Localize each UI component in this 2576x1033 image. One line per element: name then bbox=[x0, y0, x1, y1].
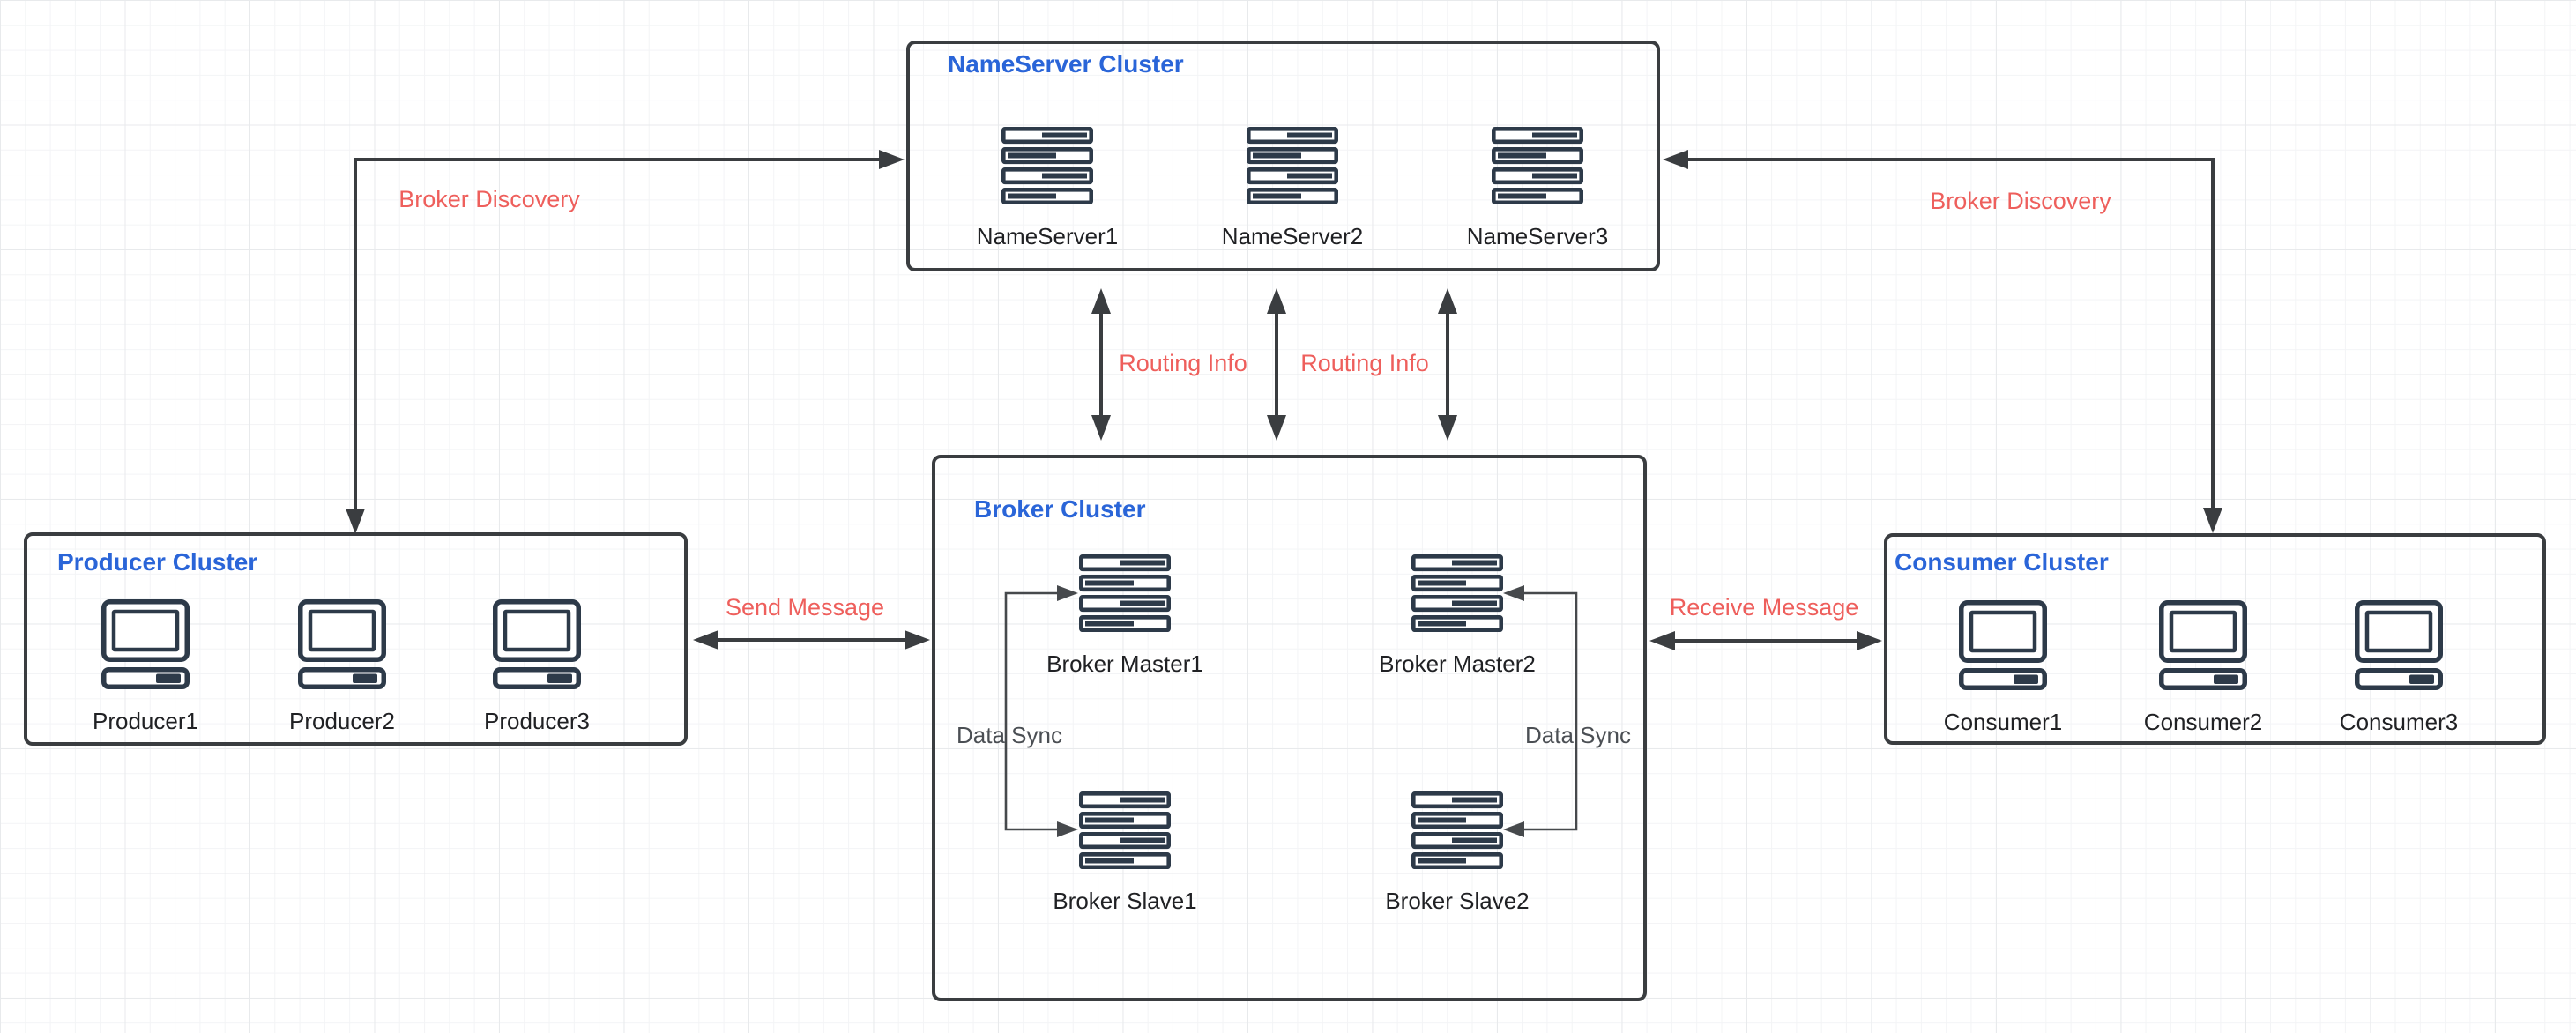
node-nameserver1[interactable]: NameServer1 bbox=[915, 127, 1180, 250]
node-producer1[interactable]: Producer1 bbox=[13, 599, 278, 735]
edge-receive-message[interactable] bbox=[1649, 631, 1882, 650]
node-producer2[interactable]: Producer2 bbox=[210, 599, 474, 735]
broker-cluster-box[interactable] bbox=[932, 455, 1647, 1001]
edge-data-sync-left[interactable] bbox=[1004, 585, 1078, 837]
edge-routing-info-3[interactable] bbox=[1438, 288, 1457, 441]
edge-label-data-sync-left[interactable]: Data Sync bbox=[957, 722, 1062, 748]
server-icon bbox=[1079, 554, 1171, 632]
edge-label-receive-message[interactable]: Receive Message bbox=[1669, 594, 1859, 621]
edge-label-routing-info-right[interactable]: Routing Info bbox=[1300, 350, 1429, 376]
broker-cluster-title: Broker Cluster bbox=[974, 495, 1146, 523]
node-label: Producer2 bbox=[289, 708, 395, 734]
edge-routing-info-1[interactable] bbox=[1091, 288, 1111, 441]
node-label: Consumer2 bbox=[2143, 709, 2263, 735]
edge-label-routing-info-left[interactable]: Routing Info bbox=[1119, 350, 1247, 376]
server-icon bbox=[1411, 791, 1503, 869]
node-label: Producer1 bbox=[93, 708, 198, 734]
edge-broker-discovery-right[interactable] bbox=[1663, 150, 2222, 533]
edge-broker-discovery-left[interactable] bbox=[346, 150, 905, 534]
edge-label-send-message[interactable]: Send Message bbox=[725, 594, 885, 621]
computer-icon bbox=[2355, 600, 2443, 690]
node-label: Producer3 bbox=[484, 708, 590, 734]
server-icon bbox=[1001, 127, 1093, 204]
node-label: Consumer3 bbox=[2339, 709, 2459, 735]
nameserver-cluster-title: NameServer Cluster bbox=[948, 50, 1184, 78]
producer-cluster-title: Producer Cluster bbox=[57, 548, 258, 576]
node-label: Broker Slave2 bbox=[1385, 888, 1530, 914]
producer-cluster-box[interactable] bbox=[24, 532, 688, 746]
edge-routing-info-2[interactable] bbox=[1267, 288, 1286, 441]
node-label: NameServer3 bbox=[1466, 223, 1609, 249]
edge-label-broker-discovery-right[interactable]: Broker Discovery bbox=[1930, 188, 2111, 214]
node-label: Consumer1 bbox=[1943, 709, 2063, 735]
computer-icon bbox=[298, 599, 386, 689]
node-label: NameServer2 bbox=[1221, 223, 1364, 249]
edge-label-broker-discovery-left[interactable]: Broker Discovery bbox=[398, 186, 580, 212]
node-broker-master1[interactable]: Broker Master1 bbox=[993, 554, 1257, 678]
node-label: Broker Master2 bbox=[1379, 650, 1536, 677]
computer-icon bbox=[493, 599, 581, 689]
server-icon bbox=[1247, 127, 1338, 204]
node-label: NameServer1 bbox=[976, 223, 1119, 249]
node-broker-slave1[interactable]: Broker Slave1 bbox=[993, 791, 1257, 915]
node-broker-slave2[interactable]: Broker Slave2 bbox=[1325, 791, 1590, 915]
edge-data-sync-right[interactable] bbox=[1503, 585, 1578, 837]
edge-label-data-sync-right[interactable]: Data Sync bbox=[1525, 722, 1631, 748]
computer-icon bbox=[101, 599, 190, 689]
node-consumer1[interactable]: Consumer1 bbox=[1871, 600, 2135, 736]
node-nameserver2[interactable]: NameServer2 bbox=[1160, 127, 1425, 250]
node-label: Broker Master1 bbox=[1046, 650, 1203, 677]
server-icon bbox=[1411, 554, 1503, 632]
server-icon bbox=[1079, 791, 1171, 869]
node-producer3[interactable]: Producer3 bbox=[405, 599, 669, 735]
consumer-cluster-box[interactable] bbox=[1884, 533, 2546, 745]
edge-send-message[interactable] bbox=[693, 630, 930, 650]
node-consumer3[interactable]: Consumer3 bbox=[2267, 600, 2531, 736]
nameserver-cluster-box[interactable] bbox=[906, 41, 1660, 271]
node-broker-master2[interactable]: Broker Master2 bbox=[1325, 554, 1590, 678]
computer-icon bbox=[2159, 600, 2247, 690]
consumer-cluster-title: Consumer Cluster bbox=[1895, 548, 2109, 576]
server-icon bbox=[1492, 127, 1583, 204]
node-label: Broker Slave1 bbox=[1053, 888, 1197, 914]
computer-icon bbox=[1959, 600, 2047, 690]
node-consumer2[interactable]: Consumer2 bbox=[2071, 600, 2335, 736]
node-nameserver3[interactable]: NameServer3 bbox=[1405, 127, 1670, 250]
